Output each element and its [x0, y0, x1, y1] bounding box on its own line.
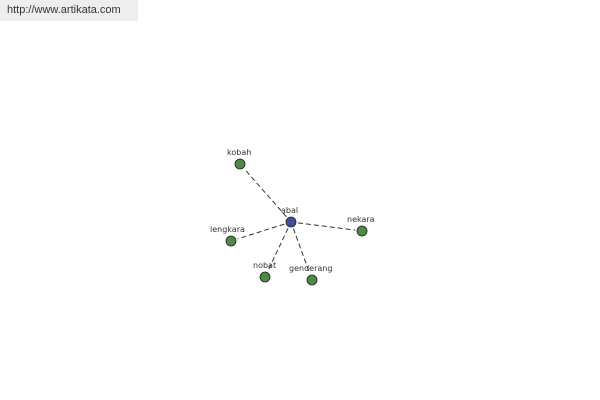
edge-abal-nekara [297, 222, 356, 231]
node-label-genderang[interactable]: genderang [289, 264, 332, 273]
graph-labels: kobah lengkara nobat genderang nekara abal [210, 148, 375, 273]
node-lengkara[interactable] [225, 235, 237, 247]
node-label-abal[interactable]: abal [281, 206, 298, 215]
node-kobah[interactable] [234, 158, 246, 170]
site-url-label[interactable]: http://www.artikata.com [0, 0, 138, 21]
graph-edges [237, 168, 356, 274]
edge-abal-kobah [244, 168, 287, 218]
graph-nodes [225, 158, 368, 286]
node-label-nekara[interactable]: nekara [347, 215, 375, 224]
node-nobat[interactable] [259, 271, 271, 283]
node-label-lengkara[interactable]: lengkara [210, 225, 245, 234]
node-label-nobat[interactable]: nobat [253, 261, 276, 270]
edge-abal-lengkara [237, 223, 285, 240]
node-nekara[interactable] [356, 225, 368, 237]
node-label-kobah[interactable]: kobah [227, 148, 251, 157]
center-node-abal[interactable] [285, 216, 297, 228]
node-genderang[interactable] [306, 274, 318, 286]
